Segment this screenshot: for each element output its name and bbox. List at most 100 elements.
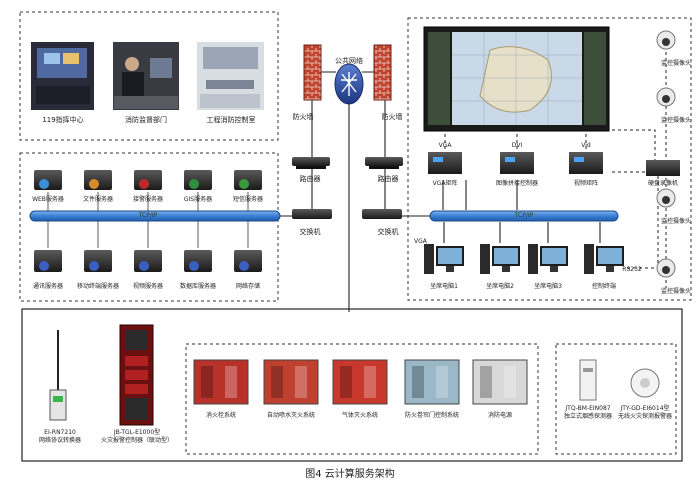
workstation-icon xyxy=(528,244,568,274)
system-photo xyxy=(472,359,528,405)
server-icon xyxy=(234,250,262,272)
switch-left-icon xyxy=(292,209,332,219)
server-icon xyxy=(84,170,112,190)
server-icon xyxy=(134,170,162,190)
panel-name: 火灾报警控制器（联动型） xyxy=(100,437,174,444)
site-label: 消防监督部门 xyxy=(125,116,167,124)
switch-right-icon xyxy=(362,209,402,219)
vga-label: VGA xyxy=(414,238,427,245)
camera-icon xyxy=(656,87,676,107)
site-label: 119指挥中心 xyxy=(42,116,84,124)
camera-icon xyxy=(656,258,676,278)
firewall-left-icon xyxy=(303,44,322,101)
site-photos xyxy=(31,42,264,110)
monitoring-device-label: 视频矩阵 xyxy=(573,180,599,187)
switch-left-label: 交换机 xyxy=(299,228,321,236)
monitoring-device-label: VGA矩阵 xyxy=(432,180,458,187)
camera-icon xyxy=(656,30,676,50)
server-cluster-box xyxy=(19,152,279,302)
workstation-label: 坐席电脑1 xyxy=(430,283,458,290)
camera-icons xyxy=(656,30,676,278)
workstation-icons xyxy=(424,244,624,274)
detector-model: JTQ-BM-EIN087 xyxy=(565,405,611,412)
server-bus xyxy=(29,210,281,222)
image-splicer-icon xyxy=(500,152,534,174)
wireless-detector-icon xyxy=(630,368,660,398)
public-network-icon xyxy=(334,63,364,105)
workstation-label: 坐席电脑2 xyxy=(486,283,514,290)
router-left-label: 路由器 xyxy=(299,175,321,183)
server-icon xyxy=(84,250,112,272)
detector-name: 独立式烟感探测器 xyxy=(563,413,613,420)
server-icon xyxy=(184,170,212,190)
public-network-label: 公共网络 xyxy=(335,57,363,65)
video-wall xyxy=(423,26,610,132)
server-icon xyxy=(34,250,62,272)
system-photo xyxy=(404,359,460,405)
gateway-name: 网络协议转换器 xyxy=(38,437,82,444)
server-icon xyxy=(34,170,62,190)
panel-model: JB-TGL-E1000型 xyxy=(113,429,161,436)
device-tag: Vid xyxy=(581,142,591,149)
server-label: 通讯服务器 xyxy=(32,283,64,290)
server-icon xyxy=(184,250,212,272)
command-sites-box xyxy=(19,11,279,141)
smoke-detector-icon xyxy=(579,359,597,401)
system-photo xyxy=(193,359,249,405)
figure-caption: 图4 云计算服务架构 xyxy=(305,469,395,480)
router-right-icon xyxy=(365,157,403,169)
workstation-label: 控制终端 xyxy=(591,283,617,290)
system-label: 消火栓系统 xyxy=(205,412,237,419)
server-icons xyxy=(34,170,262,272)
monitoring-device-label: 硬盘录像机 xyxy=(647,180,679,187)
system-label: 自动喷水灭火系统 xyxy=(266,412,316,419)
workstation-label: 坐席电脑3 xyxy=(534,283,562,290)
server-label: 移动终端服务器 xyxy=(76,283,120,290)
router-left-icon xyxy=(292,157,330,169)
system-label: 防火卷帘门控制系统 xyxy=(404,412,460,419)
monitoring-bus-label: TCP/IP xyxy=(514,212,534,219)
server-bus-label: TCP/IP xyxy=(138,212,158,219)
gateway-antenna-icon xyxy=(49,330,67,421)
server-label: 网络存储 xyxy=(235,283,261,290)
server-icon xyxy=(234,170,262,190)
camera-label: 监控摄像头 xyxy=(660,288,692,295)
system-photo xyxy=(332,359,388,405)
server-label: 接警服务器 xyxy=(132,196,164,203)
camera-label: 监控摄像头 xyxy=(660,218,692,225)
group-boxes xyxy=(19,11,692,455)
firewall-right-icon xyxy=(373,44,392,101)
camera-label: 监控摄像头 xyxy=(660,60,692,67)
server-icon xyxy=(134,250,162,272)
system-photo xyxy=(263,359,319,405)
field-devices-box xyxy=(21,308,683,462)
detector-model: JTY-GD-EI6014型 xyxy=(620,405,670,412)
detector-name: 无线火灾探测报警器 xyxy=(617,413,673,420)
camera-label: 监控摄像头 xyxy=(660,117,692,124)
site-label: 工程消防控制室 xyxy=(206,116,256,124)
device-tag: VGA xyxy=(438,142,452,149)
workstation-icon xyxy=(480,244,520,274)
server-label: GIS服务器 xyxy=(183,196,213,203)
router-right-label: 路由器 xyxy=(377,175,399,183)
firewall-left-label: 防火墙 xyxy=(292,113,314,121)
camera-icon xyxy=(656,188,676,208)
server-label: 数据库服务器 xyxy=(179,283,217,290)
systems-box xyxy=(185,343,539,455)
monitoring-device-label: 图像拼接控制器 xyxy=(495,180,539,187)
fire-alarm-panel-icon xyxy=(119,324,154,426)
server-links xyxy=(47,192,249,248)
system-photos xyxy=(193,359,528,405)
server-label: 视频服务器 xyxy=(132,283,164,290)
workstation-icon xyxy=(424,244,464,274)
dvr-icon xyxy=(646,160,680,176)
monitoring-bus xyxy=(429,210,619,222)
rs232-label: RS232 xyxy=(622,266,642,273)
system-label: 消防电源 xyxy=(487,412,513,419)
detectors-box xyxy=(555,343,677,455)
gateway-model: EI-RN7210 xyxy=(44,429,76,436)
server-label: 文件服务器 xyxy=(82,196,114,203)
video-matrix-icon xyxy=(569,152,603,174)
vga-matrix-icon xyxy=(428,152,462,174)
